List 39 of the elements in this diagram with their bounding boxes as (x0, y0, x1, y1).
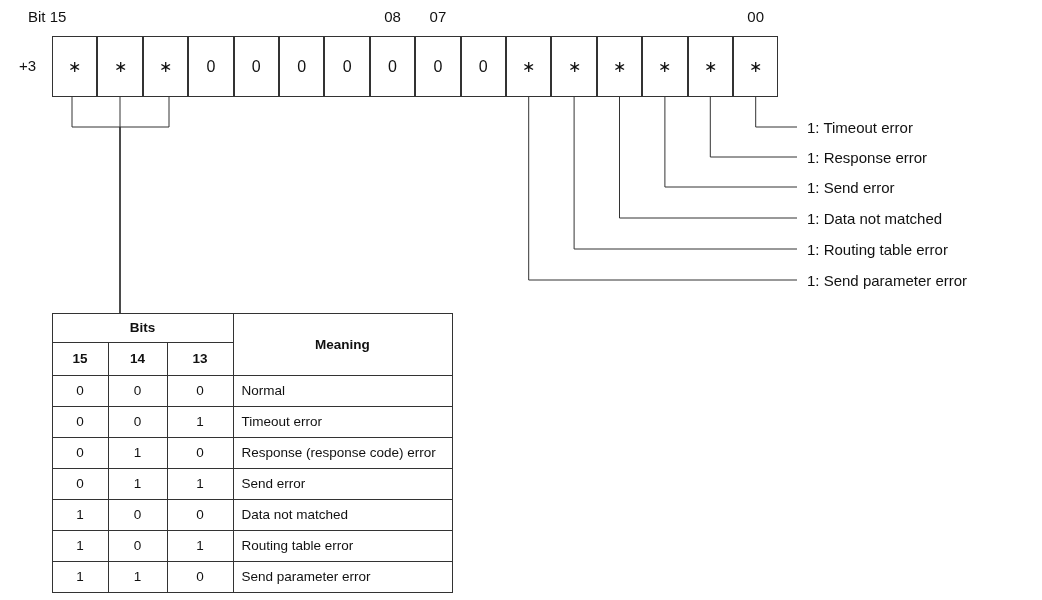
bit-description: 1: Send error (797, 176, 1037, 198)
bit-meaning-table (52, 313, 452, 592)
bit-description: 1: Response error (797, 146, 1037, 168)
bit-number: 08 (384, 8, 401, 25)
leader-line (664, 96, 798, 188)
table-header: Bits (51, 312, 234, 343)
bit-cell: ∗ (733, 36, 779, 97)
bit-cell: 0 (460, 36, 506, 97)
bit-number: 07 (429, 8, 447, 25)
bit-cell: ∗ (506, 36, 552, 97)
bit-description: 1: Timeout error (797, 116, 1037, 138)
bit-cell: 0 (233, 36, 279, 97)
table-cell: 1 (51, 560, 109, 593)
bit-description: 1: Routing table error (797, 238, 1037, 260)
bit-cell: 0 (369, 36, 416, 97)
leader-line (573, 96, 798, 250)
leader-line (619, 96, 798, 219)
bit-cell: 0 (415, 36, 461, 97)
bit-description: 1: Send parameter error (797, 269, 1037, 291)
leader-line (709, 96, 798, 158)
table-header: Meaning (232, 312, 453, 376)
bit-description: 1: Data not matched (797, 207, 1037, 229)
bit-cell: ∗ (551, 36, 597, 97)
bit-cell: ∗ (596, 36, 643, 97)
leader-line (755, 96, 798, 128)
bit-cell: ∗ (52, 36, 98, 97)
bit-number: 00 (747, 8, 765, 25)
table-cell: Send parameter error (232, 560, 453, 593)
bit-cell: ∗ (142, 36, 189, 97)
bit-cell: 0 (279, 36, 325, 97)
bit-cell: ∗ (687, 36, 733, 97)
word-offset: +3 (19, 57, 37, 74)
bit-number: Bit 15 (28, 8, 67, 25)
bit-cell: 0 (188, 36, 234, 97)
bit-cell: ∗ (642, 36, 688, 97)
bit-cell: 0 (324, 36, 370, 97)
bit-cell: ∗ (97, 36, 143, 97)
leader-line (119, 96, 170, 314)
leader-line (528, 96, 798, 281)
